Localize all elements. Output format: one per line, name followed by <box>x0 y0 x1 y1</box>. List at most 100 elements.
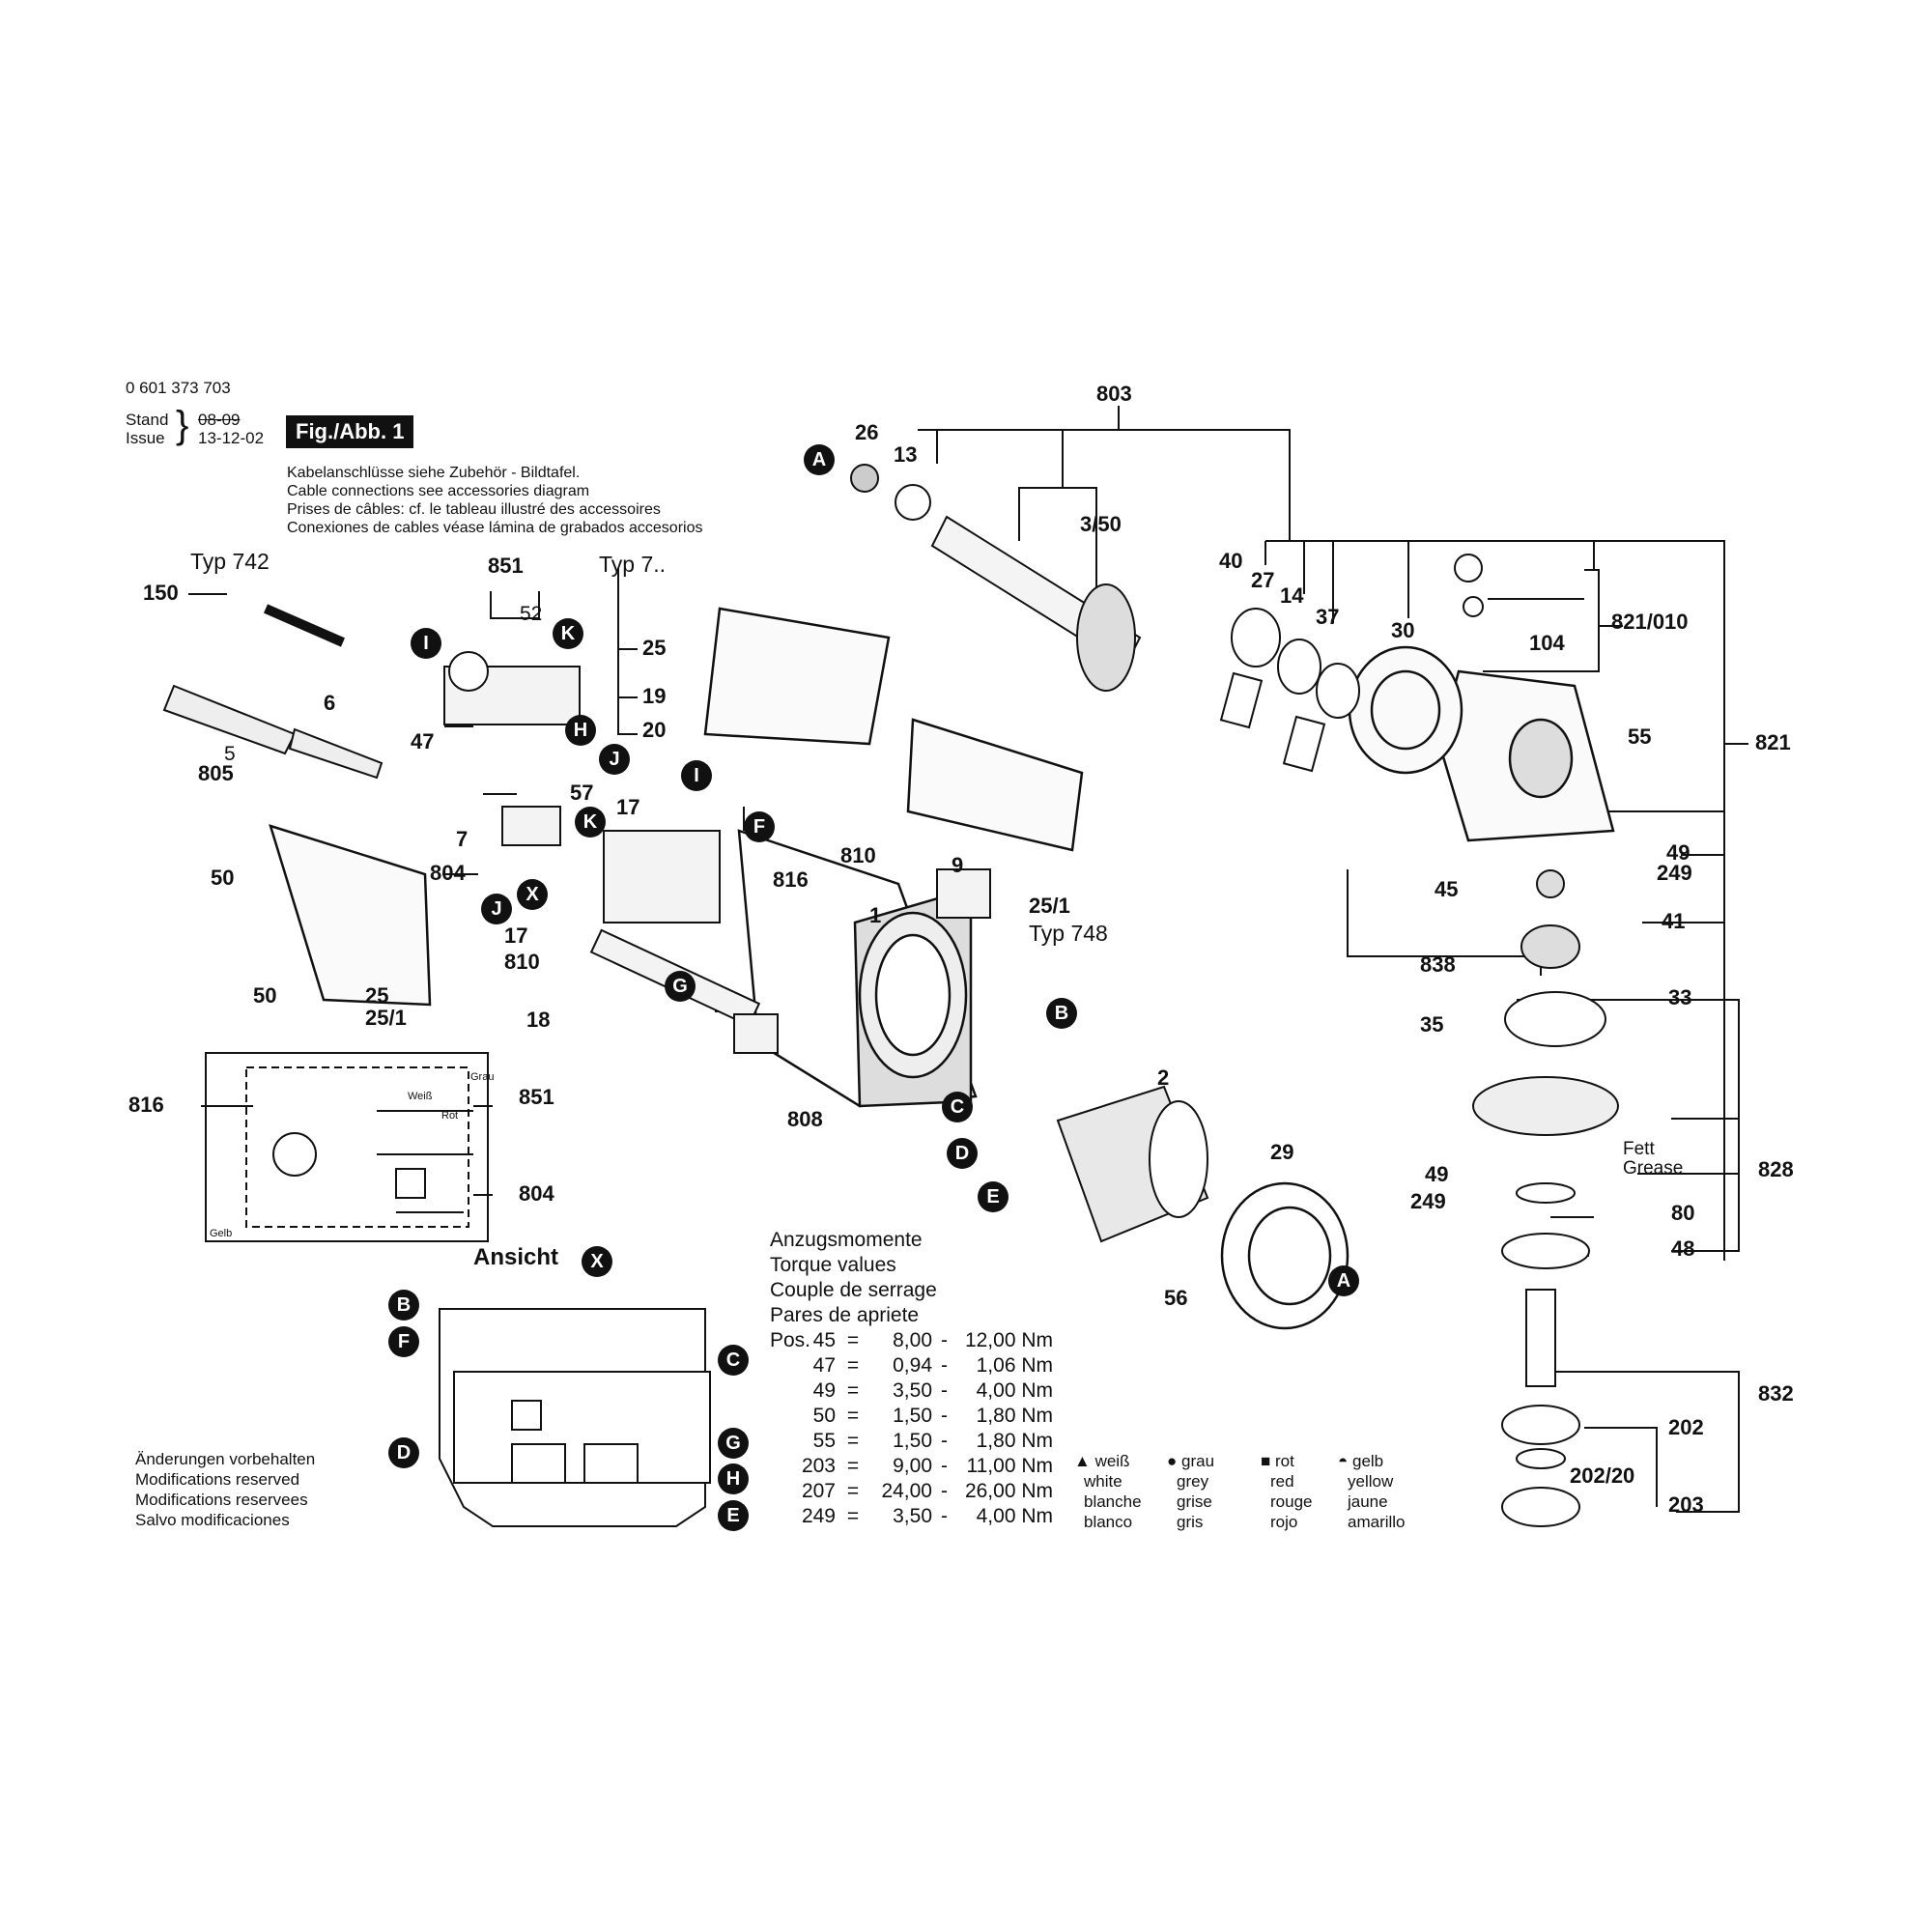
part-52: 52 <box>520 603 543 625</box>
torque-dash: - <box>941 1480 948 1502</box>
part-150: 150 <box>143 581 179 605</box>
color-legend-circle-en: grey <box>1177 1472 1209 1491</box>
circle-icon: ● <box>1167 1452 1181 1470</box>
torque-eq: = <box>846 1354 860 1377</box>
torque-dash: - <box>941 1329 948 1351</box>
part-5: 5 <box>224 743 236 765</box>
torque-pos: 55 <box>812 1430 836 1452</box>
type-label-7: Typ 7.. <box>599 552 667 577</box>
part-56: 56 <box>1164 1286 1188 1310</box>
connector-badge-k-2: K <box>575 807 606 838</box>
torque-min: 9,00 <box>893 1455 932 1477</box>
part-55: 55 <box>1628 724 1652 749</box>
part-45: 45 <box>1435 877 1459 901</box>
color-legend-circle-fr: grise <box>1177 1492 1212 1511</box>
color-legend-label: rot <box>1275 1452 1294 1470</box>
stand-date: 08-09 <box>198 411 241 429</box>
connector-badge-a: A <box>804 444 835 475</box>
torque-eq: = <box>846 1505 860 1527</box>
torque-pos: 49 <box>812 1379 836 1402</box>
wire-color-gelb: Gelb <box>210 1228 233 1239</box>
connector-badge-j: J <box>599 744 630 775</box>
wire-color-rot: Rot <box>441 1110 459 1122</box>
part-49-b: 49 <box>1425 1162 1449 1186</box>
part-25-1-a: 25/1 <box>365 1006 407 1030</box>
part-805: 805 <box>198 761 234 785</box>
cable-note-fr: Prises de câbles: cf. le tableau illustr… <box>287 501 661 518</box>
part-2: 2 <box>1157 1065 1170 1090</box>
color-legend-circle-de: ● grau <box>1167 1451 1214 1472</box>
color-legend-label: grau <box>1181 1452 1215 1470</box>
torque-min: 8,00 <box>893 1329 932 1351</box>
part-25-b: 25 <box>642 636 667 660</box>
part-19: 19 <box>642 684 667 708</box>
part-41: 41 <box>1662 909 1686 933</box>
part-50-a: 50 <box>211 866 235 890</box>
part-804: 804 <box>430 861 466 885</box>
torque-dash: - <box>941 1455 948 1477</box>
part-37: 37 <box>1316 605 1340 629</box>
part-104: 104 <box>1529 631 1565 655</box>
part-30: 30 <box>1391 618 1415 642</box>
modifications-es: Salvo modificaciones <box>135 1511 290 1529</box>
part-6: 6 <box>324 691 336 715</box>
part-3-50: 3/50 <box>1080 512 1122 536</box>
torque-title-de: Anzugsmomente <box>770 1229 923 1251</box>
torque-eq: = <box>846 1430 860 1452</box>
color-legend-triangle-es: blanco <box>1084 1513 1133 1531</box>
part-9: 9 <box>952 853 964 877</box>
color-legend-triangle-en: white <box>1084 1472 1122 1491</box>
connector-badge-c: C <box>942 1092 973 1122</box>
view-badge-g: G <box>718 1428 749 1459</box>
issue-label: Issue <box>126 429 165 447</box>
torque-max: 11,00 Nm <box>966 1455 1054 1477</box>
part-25-a: 25 <box>365 983 389 1008</box>
color-legend-half-circle-en: yellow <box>1348 1472 1394 1491</box>
cable-note-de: Kabelanschlüsse siehe Zubehör - Bildtafe… <box>287 465 581 481</box>
view-badge-c: C <box>718 1345 749 1376</box>
wire-color-grau: Grau <box>470 1071 495 1083</box>
cable-note-es: Conexiones de cables véase lámina de gra… <box>287 520 703 536</box>
part-803: 803 <box>1096 382 1132 406</box>
type-label-748: Typ 748 <box>1029 921 1108 946</box>
torque-eq: = <box>846 1379 860 1402</box>
part-816-a: 816 <box>773 867 809 892</box>
torque-pos: 207 <box>801 1480 836 1502</box>
figure-label: Fig./Abb. 1 <box>286 415 414 448</box>
connector-badge-x: X <box>517 879 548 910</box>
connector-badge-i-2: I <box>681 760 712 791</box>
part-14: 14 <box>1280 583 1304 608</box>
grease-label-en: Grease <box>1623 1158 1684 1179</box>
color-legend-circle-es: gris <box>1177 1513 1204 1531</box>
part-810-b: 810 <box>504 950 540 974</box>
view-badge-b: B <box>388 1290 419 1321</box>
torque-dash: - <box>941 1430 948 1452</box>
connector-badge-k: K <box>553 618 583 649</box>
torque-pos-label: Pos. <box>770 1329 811 1351</box>
type-label-742: Typ 742 <box>190 549 270 574</box>
issue-date: 13-12-02 <box>198 429 265 447</box>
part-851: 851 <box>488 554 524 578</box>
part-50-b: 50 <box>253 983 277 1008</box>
torque-max: 12,00 Nm <box>964 1329 1053 1351</box>
part-17-a: 17 <box>616 795 640 819</box>
torque-eq: = <box>846 1480 860 1502</box>
part-804-b: 804 <box>519 1181 554 1206</box>
part-26: 26 <box>855 420 879 444</box>
view-badge-h: H <box>718 1463 749 1494</box>
grease-label-de: Fett <box>1623 1139 1655 1159</box>
part-80: 80 <box>1671 1201 1695 1225</box>
torque-title-en: Torque values <box>770 1254 896 1276</box>
torque-pos: 203 <box>801 1455 836 1477</box>
part-810-a: 810 <box>840 843 876 867</box>
modifications-fr: Modifications reservees <box>135 1491 308 1509</box>
torque-title-es: Pares de apriete <box>770 1304 920 1326</box>
part-48: 48 <box>1671 1236 1695 1261</box>
color-legend-square-de: ■ rot <box>1261 1451 1294 1472</box>
color-legend-square-es: rojo <box>1270 1513 1298 1531</box>
part-18: 18 <box>526 1008 551 1032</box>
part-number: 0 601 373 703 <box>126 379 231 397</box>
color-legend-label: weiß <box>1094 1452 1130 1470</box>
connector-badge-f: F <box>744 811 775 842</box>
cable-note-en: Cable connections see accessories diagra… <box>287 483 590 499</box>
